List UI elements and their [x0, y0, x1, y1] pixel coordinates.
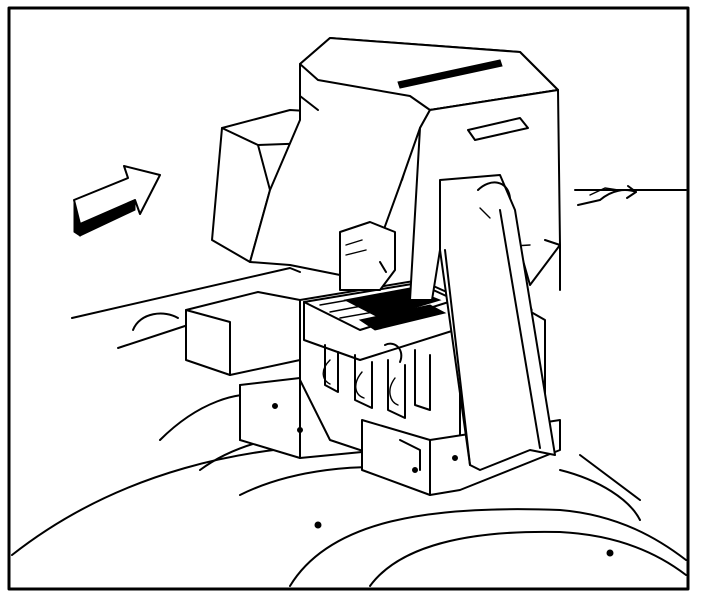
cover-top-left-edge	[299, 63, 319, 111]
side-panel-edge	[579, 454, 641, 501]
ledge-line-top	[71, 267, 301, 319]
connector-2	[354, 354, 373, 409]
arrow-icon	[589, 185, 637, 201]
cover-front-tab	[339, 221, 396, 291]
fuse-row-dark	[358, 304, 447, 331]
cover-handle-slot	[467, 117, 529, 141]
connector-3	[387, 359, 406, 419]
bracket-screw-3	[297, 427, 303, 433]
connector-clip-3	[389, 377, 399, 406]
cover-front-tab-ribs	[345, 239, 367, 256]
cover-flap-inner-edge	[444, 249, 471, 466]
bracket-screw-1	[272, 403, 278, 409]
fuse-slots	[319, 297, 386, 319]
cover-right-corner	[544, 239, 561, 291]
side-panel-curve	[559, 469, 641, 521]
bolt-hole-left	[314, 521, 322, 529]
arrow-right-up-icon	[73, 165, 161, 237]
arrow-shadow-underside	[79, 199, 136, 237]
wheel-arch-inner	[289, 508, 687, 587]
cover-logo-text-block	[397, 59, 503, 89]
base-screw	[412, 467, 418, 473]
connector-latch	[384, 342, 403, 363]
leader-tail	[589, 187, 619, 196]
connector-clip-1	[322, 359, 331, 385]
connector-1	[324, 344, 339, 393]
fuse-block-cover	[211, 37, 561, 471]
support-block	[185, 291, 301, 376]
leader-shaft	[599, 189, 637, 201]
ledge-notch	[132, 312, 179, 331]
cover-front-tab-mark	[379, 261, 387, 273]
cover-flap-mark	[479, 207, 491, 219]
bolt-hole-right	[606, 549, 614, 557]
base-tray-detail	[399, 439, 421, 471]
connector-clip-2	[355, 371, 365, 399]
plate-screw	[452, 455, 458, 461]
connector-4	[414, 349, 431, 411]
support-block-edge	[185, 309, 231, 376]
right-ledge-lip	[577, 199, 601, 206]
fender-curve-outer	[11, 444, 356, 556]
cover-flap-outer-edge	[499, 209, 541, 449]
cover-flap-notch	[477, 181, 511, 199]
figure-border	[7, 6, 690, 591]
leader-head	[626, 185, 637, 199]
wheel-arch-outer	[369, 530, 687, 587]
